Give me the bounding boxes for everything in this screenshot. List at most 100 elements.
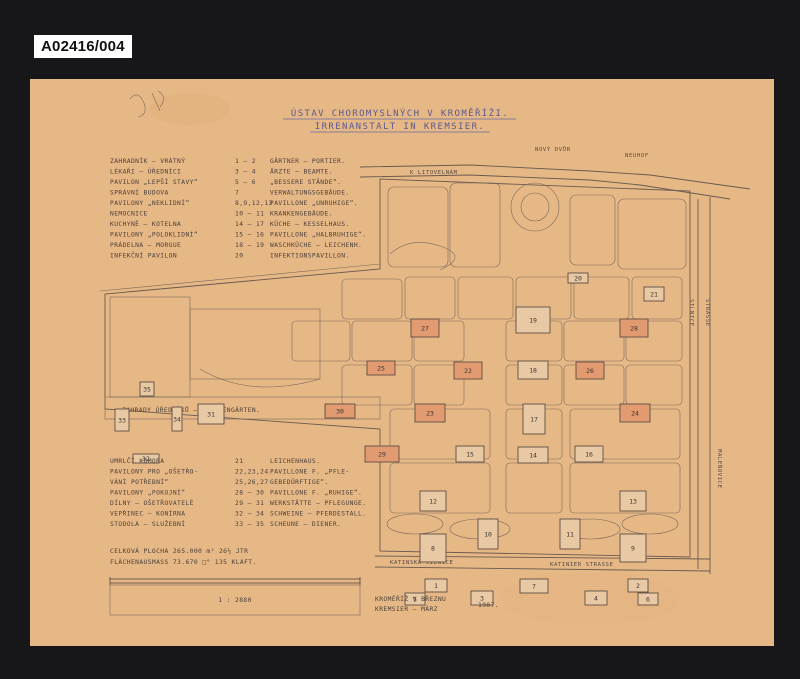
building-shape [619,533,647,563]
building-26: 26 [575,361,605,380]
legend-numbers: 10 – 11 [235,211,264,218]
legend-numbers: 7 [235,190,239,197]
building-number: 19 [529,316,537,324]
building-shape [324,403,356,419]
building-number: 31 [207,410,215,418]
legend-czech: PRÁDELNA – MORGUE [110,240,181,249]
garden-label: ZAHRADY ÚŘEDNÍKŮ – BEAMTENGÄRTEN. [122,405,260,414]
legend-numbers: 32 – 34 [235,511,264,518]
building-number: 35 [143,385,151,393]
building-shape [517,360,549,380]
building-17: 17 [522,403,546,435]
building-shape [477,518,499,550]
building-24: 24 [619,403,651,423]
building-number: 12 [429,497,437,505]
building-number: 23 [426,409,434,417]
building-shape [584,590,608,606]
legend-numbers: 5 – 6 [235,179,256,186]
legend-czech: PAVILONY „NEKLIDNÍ“ [110,198,190,207]
building-14: 14 [517,446,549,464]
building-15: 15 [455,445,485,463]
building-31: 31 [197,403,225,425]
legend-german: PAVILLONE F. „PFLE- [270,469,350,476]
building-number: 17 [530,415,538,423]
legend-german: „BESSERE STÄNDE“. [270,177,341,186]
building-number: 21 [650,290,658,298]
legend-czech: KUCHYNĚ – KOTELNA [110,219,181,228]
building-number: 10 [484,530,492,538]
place-date-german: KREMSIER – MÄRZ [375,604,438,613]
legend-german: WASCHKÜCHE – LEICHENH. [270,240,362,249]
catalog-label: A02416/004 [34,35,132,58]
boundary-line [99,263,381,292]
legend-german: INFEKTIONSPAVILLON. [270,253,350,260]
building-shape [517,446,549,464]
legend-czech: UMRLČÍ KOMORA [110,456,164,465]
paper-stain [150,93,230,125]
legend-numbers: 28 – 30 [235,490,264,497]
legend-numbers: 21 [235,458,243,465]
building-shape [453,361,483,380]
building-number: 34 [173,415,181,423]
circular-garden [510,182,560,232]
legend-numbers: 33 – 35 [235,521,264,528]
title-czech: ÚSTAV CHOROMYSLNÝCH V KROMĚŘÍŽI. [291,107,509,119]
building-shape [197,403,225,425]
street-bottom-right: KATINIER STRASSE [550,562,614,568]
building-number: 5 [413,595,417,603]
building-4: 4 [584,590,608,606]
legend-czech: PAVILON „LEPŠÍ STAVY“ [110,177,198,186]
legend-czech: ZAHRADNÍK – VRÁTNÝ [110,156,185,165]
area-line-2: FLÄCHENAUSMASS 73.670 □° 135 KLAFT. [110,557,257,566]
building-shape [619,403,651,423]
building-34: 34 [171,406,183,432]
building-22: 22 [453,361,483,380]
building-shape [637,592,659,606]
building-number: 30 [336,407,344,415]
garden-strip [104,396,381,420]
building-number: 18 [529,366,537,374]
building-shape [567,272,589,284]
legend-german: PAVILLONE F. „RUHIGE“. [270,490,362,497]
legend-czech: PAVILONY „POLOKLIDNÍ“ [110,230,198,239]
place-date-czech: KROMĚŘÍŽ V BŘEZNU [375,594,446,603]
building-number: 9 [631,544,635,552]
legend-czech: LÉKAŘI – ÚŘEDNÍCI [110,167,181,176]
building-33: 33 [114,408,130,432]
building-18: 18 [517,360,549,380]
building-number: 7 [532,582,536,590]
building-28: 28 [619,318,649,338]
building-number: 6 [646,595,650,603]
legend-german: GÄRTNER – PORTIER. [270,156,345,165]
building-number: 26 [586,367,594,375]
building-30: 30 [324,403,356,419]
road-top [359,164,751,190]
building-19: 19 [515,306,551,334]
scale-label: 1 : 2880 [218,597,252,604]
building-6: 6 [637,592,659,606]
circular-garden-inner [520,192,550,222]
legend-german: KÜCHE – KESSELHAUS. [270,219,350,228]
map-sheet: ÚSTAV CHOROMYSLNÝCH V KROMĚŘÍŽI. IRRENAN… [30,79,774,646]
legend-german: PAVILLONE „HALBRUHIGE“. [270,232,366,239]
street-top-right-2: NEUHOF [625,153,649,159]
building-shape [643,286,665,302]
building-number: 15 [466,450,474,458]
legend-czech: VÁNÍ POTŘEBNÍ“ [110,477,169,486]
building-number: 22 [464,367,472,375]
legend-row: PAVILON „LEPŠÍ STAVY“ 5 – 6 „BESSERE STÄND… [110,177,341,186]
building-9: 9 [619,533,647,563]
legend-numbers: 15 – 16 [235,232,264,239]
building-shape [139,381,155,397]
legend-czech: DÍLNY – OŠETŘOVATELÉ [110,498,194,507]
